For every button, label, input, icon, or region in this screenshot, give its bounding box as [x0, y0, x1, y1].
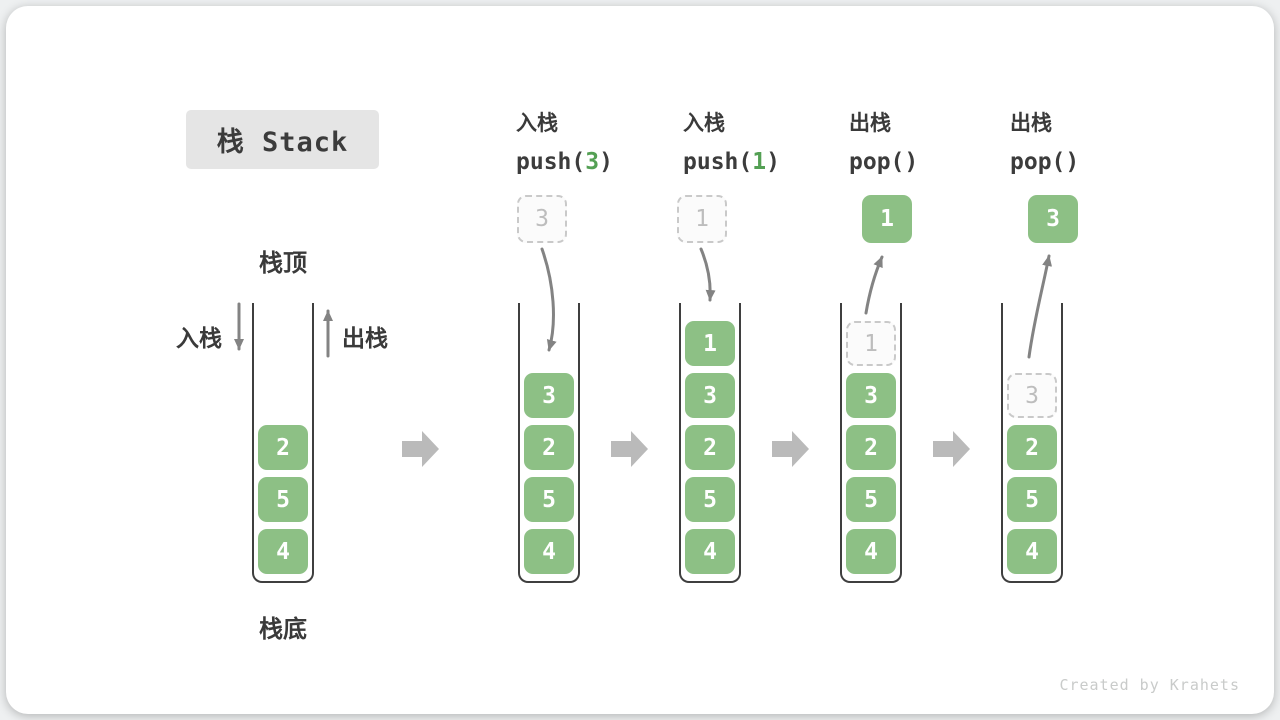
- stack-cell: 5: [524, 477, 574, 522]
- op-label: 出栈: [849, 112, 891, 135]
- stack-cell: 2: [1007, 425, 1057, 470]
- op-code-close: ): [1065, 149, 1080, 175]
- stack-after-pop-1: 1 3 2 5 4: [840, 303, 902, 583]
- step-arrow-3: [772, 431, 809, 467]
- stack-initial: 2 5 4: [252, 303, 314, 583]
- op-code-fn: push(: [516, 149, 586, 175]
- op-header-pop-2: 出栈 pop(): [1010, 107, 1079, 175]
- op-header-push-3: 入栈 push(3): [516, 107, 613, 175]
- stack-top-label: 栈顶: [259, 250, 307, 277]
- stack-cell: 2: [258, 425, 308, 470]
- op-code-arg: 3: [585, 149, 600, 175]
- title-badge-label: 栈 Stack: [216, 127, 349, 158]
- stack-cell: 4: [258, 529, 308, 574]
- stack-cell: 5: [685, 477, 735, 522]
- pop-side-label: 出栈: [342, 325, 388, 351]
- stack-cell: 3: [524, 373, 574, 418]
- op-header-push-1: 入栈 push(1): [683, 107, 780, 175]
- op-code-close: ): [599, 149, 613, 175]
- stack-cell: 2: [685, 425, 735, 470]
- op-label: 入栈: [516, 112, 558, 135]
- popped-element-box: 1: [862, 195, 912, 243]
- stack-cell-ghost: 3: [1007, 373, 1057, 418]
- watermark: Created by Krahets: [1059, 676, 1240, 694]
- op-code: push(3): [516, 149, 613, 175]
- stack-cell: 4: [1007, 529, 1057, 574]
- title-badge: 栈 Stack: [186, 110, 379, 169]
- op-code-fn: pop(: [1010, 149, 1066, 175]
- op-code-close: ): [904, 149, 919, 175]
- stack-after-push-1: 1 3 2 5 4: [679, 303, 741, 583]
- op-label: 出栈: [1010, 112, 1052, 135]
- step-arrow-4: [933, 431, 970, 467]
- stack-cell: 4: [685, 529, 735, 574]
- stack-cell: 5: [258, 477, 308, 522]
- step-arrow-2: [611, 431, 648, 467]
- op-code: pop(): [849, 149, 918, 175]
- stack-after-push-3: 3 2 5 4: [518, 303, 580, 583]
- incoming-element-box: 3: [517, 195, 567, 243]
- stack-cell: 1: [685, 321, 735, 366]
- push-side-label: 入栈: [176, 325, 222, 351]
- stack-cell: 5: [1007, 477, 1057, 522]
- op-code-arg: 1: [752, 149, 767, 175]
- op-label: 入栈: [683, 112, 725, 135]
- incoming-element-box: 1: [677, 195, 727, 243]
- op-code: pop(): [1010, 149, 1079, 175]
- stack-cell: 3: [685, 373, 735, 418]
- stack-bottom-label: 栈底: [259, 616, 307, 643]
- op-code: push(1): [683, 149, 780, 175]
- op-code-fn: pop(: [849, 149, 905, 175]
- stack-cell: 2: [524, 425, 574, 470]
- op-code-fn: push(: [683, 149, 753, 175]
- step-arrow-1: [402, 431, 439, 467]
- op-code-close: ): [766, 149, 780, 175]
- stack-cell-ghost: 1: [846, 321, 896, 366]
- stack-cell: 5: [846, 477, 896, 522]
- popped-element-box: 3: [1028, 195, 1078, 243]
- stack-cell: 2: [846, 425, 896, 470]
- stack-cell: 3: [846, 373, 896, 418]
- stack-after-pop-3: 3 2 5 4: [1001, 303, 1063, 583]
- op-header-pop-1: 出栈 pop(): [849, 107, 918, 175]
- push-1-arrow: [699, 247, 716, 302]
- stack-cell: 4: [524, 529, 574, 574]
- stack-cell: 4: [846, 529, 896, 574]
